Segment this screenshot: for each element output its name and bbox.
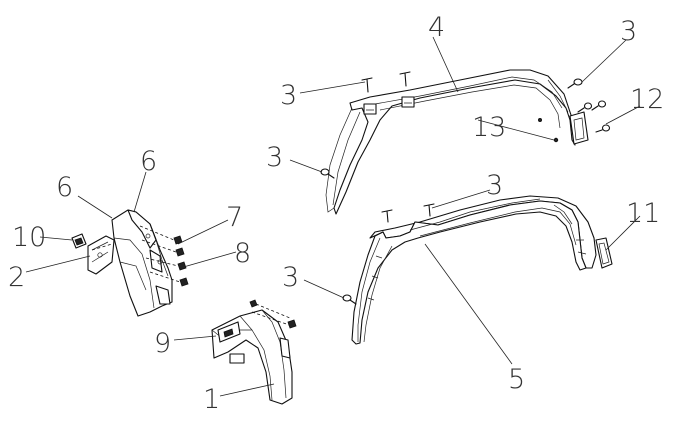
callout-7: 7 — [226, 202, 243, 233]
callout-3-upper-right: 3 — [620, 16, 637, 47]
clip-part-11 — [595, 237, 613, 269]
callout-3-side-upper: 3 — [266, 142, 283, 173]
callout-1: 1 — [203, 384, 220, 415]
bracket-fasteners — [91, 225, 297, 329]
callout-10: 10 — [12, 222, 46, 253]
front-extension — [211, 309, 293, 405]
callout-6-left: 6 — [56, 172, 73, 203]
front-bracket — [111, 209, 173, 317]
callout-numbers: 1 2 3 3 3 3 3 4 5 6 6 7 8 9 10 11 12 13 — [8, 12, 664, 415]
callout-3-lower-top: 3 — [486, 170, 503, 201]
fender-flare-lower — [351, 195, 597, 345]
fender-flare-upper — [325, 69, 576, 215]
callout-13: 13 — [472, 112, 506, 143]
callout-9: 9 — [154, 328, 171, 359]
callout-3-upper-left: 3 — [280, 80, 297, 111]
callout-11: 11 — [626, 198, 660, 229]
callout-8: 8 — [234, 238, 251, 269]
callout-5: 5 — [508, 364, 525, 395]
clip-part — [71, 233, 87, 249]
callout-4: 4 — [428, 12, 445, 43]
callout-2: 2 — [8, 262, 25, 293]
screw-fasteners — [320, 71, 611, 305]
callout-3-side-lower: 3 — [282, 262, 299, 293]
leader-lines — [25, 36, 641, 397]
clip-part-12 — [569, 111, 589, 145]
callout-12: 12 — [630, 84, 664, 115]
callout-6-top: 6 — [140, 146, 157, 177]
small-plate — [87, 235, 115, 275]
